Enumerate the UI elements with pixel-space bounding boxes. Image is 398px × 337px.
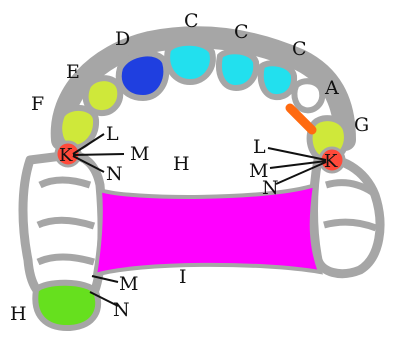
label-a: A (324, 77, 339, 99)
tooth-a-white (294, 81, 322, 110)
label-c2: C (234, 21, 249, 43)
label-n-bottom: N (113, 299, 130, 321)
right-posterior-teeth (314, 159, 381, 274)
label-d: D (115, 28, 130, 50)
label-e: E (66, 61, 80, 83)
label-m-left: M (130, 143, 149, 165)
tooth-c2 (219, 51, 256, 88)
tooth-h-bottom (35, 283, 98, 328)
label-l-right: L (253, 136, 266, 158)
label-f: F (31, 93, 44, 115)
tooth-c3 (261, 63, 294, 97)
label-c3: C (292, 38, 307, 60)
label-m-bottom: M (119, 273, 138, 295)
label-n-left: N (106, 163, 123, 185)
label-n-right: N (262, 177, 279, 199)
label-g: G (354, 114, 369, 136)
label-l-left: L (106, 123, 119, 145)
label-c1: C (184, 10, 199, 32)
label-k-left: K (59, 145, 73, 166)
tooth-c1 (167, 43, 213, 82)
label-h-bottom: H (10, 303, 27, 325)
left-posterior-teeth (23, 155, 102, 296)
major-connector (95, 185, 320, 275)
label-h-center: H (173, 153, 190, 175)
tooth-d (119, 53, 167, 98)
label-i: I (179, 266, 187, 288)
tooth-e (86, 78, 121, 113)
label-k-right: K (324, 151, 338, 172)
